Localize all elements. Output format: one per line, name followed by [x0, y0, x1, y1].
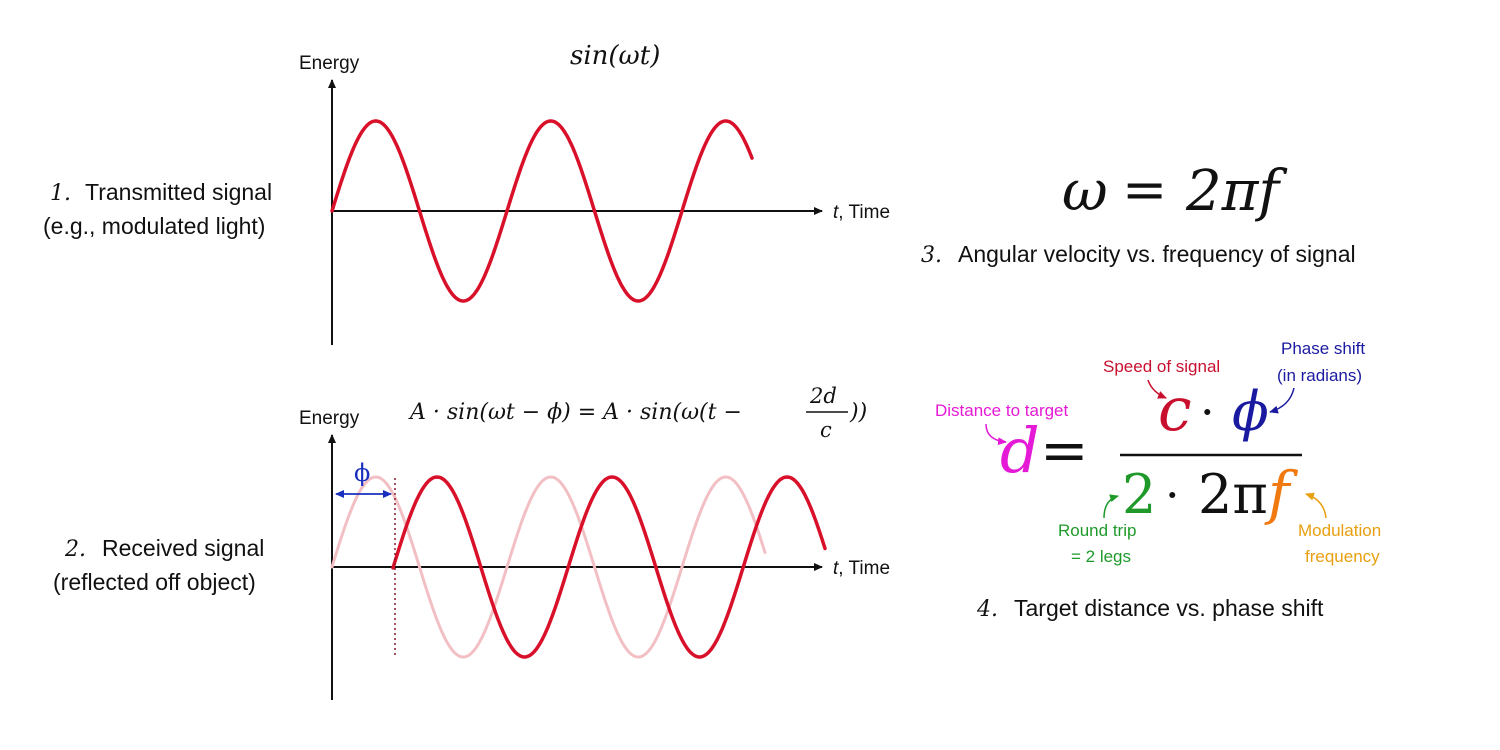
eq4-dot1: ·: [1200, 385, 1215, 439]
equation-target-distance: d = c · ϕ 2 · 2π f Distance to target Sp…: [935, 339, 1381, 622]
eq4-two: 2: [1122, 463, 1156, 526]
annotation-distance-arrow: [985, 423, 1007, 446]
eq4-phi: ϕ: [1232, 380, 1269, 443]
eq3-equals: =: [1122, 158, 1167, 221]
annotation-phase-arrow: [1269, 387, 1295, 414]
panel2-x-axis-label: t, Time: [833, 558, 890, 579]
annotation-speed-arrow: [1147, 379, 1167, 399]
panel2-x-axis-text: , Time: [838, 558, 890, 579]
annotation-mod-line2: frequency: [1305, 547, 1380, 566]
annotation-phase-line1: Phase shift: [1281, 339, 1365, 358]
eq4-d: d: [1000, 414, 1040, 487]
panel1-y-axis-label: Energy: [299, 53, 360, 74]
panel2-equation-frac-num: 2d: [809, 384, 837, 408]
transmitted-wave: [330, 119, 754, 303]
panel2-label-line1: Received signal: [102, 535, 264, 561]
eq3-rhs: 2πf: [1185, 159, 1288, 224]
panel1-label-line2: (e.g., modulated light): [43, 213, 265, 239]
eq3-omega: ω: [1062, 159, 1108, 224]
panel1-number: 1.: [50, 181, 71, 206]
panel2-number: 2.: [64, 537, 86, 562]
panel2-y-axis-label: Energy: [299, 408, 360, 429]
eq4-equals: =: [1040, 416, 1089, 484]
reference-wave-ghost: [330, 475, 767, 659]
annotation-distance: Distance to target: [935, 401, 1069, 420]
received-wave: [391, 475, 827, 659]
panel1-equation: sin(ωt): [570, 41, 660, 71]
annotation-round-arrow: [1103, 494, 1119, 519]
annotation-mod-line1: Modulation: [1298, 521, 1381, 540]
eq4-number: 4.: [976, 597, 998, 622]
annotation-round-line1: Round trip: [1058, 521, 1136, 540]
panel2-equation-right: )): [849, 400, 867, 425]
annotation-phase-line2: (in radians): [1277, 366, 1362, 385]
panel2-label-line2: (reflected off object): [53, 569, 256, 595]
eq3-caption: Angular velocity vs. frequency of signal: [958, 241, 1356, 267]
panel1-label-line1: Transmitted signal: [85, 179, 272, 205]
annotation-round-line2: = 2 legs: [1071, 547, 1131, 566]
panel2-equation-left: A · sin(ωt − ϕ) = A · sin(ω(t −: [408, 400, 742, 425]
panel1-x-axis-text: , Time: [838, 202, 890, 223]
panel2-x-axis-var: t: [833, 558, 839, 579]
annotation-mod-arrow: [1305, 492, 1327, 519]
equation-angular-velocity: ω = 2πf 3. Angular velocity vs. frequenc…: [921, 158, 1356, 268]
panel2-equation-frac-den: c: [820, 418, 832, 442]
eq4-c: c: [1158, 375, 1192, 445]
eq4-caption: Target distance vs. phase shift: [1014, 595, 1324, 621]
eq4-two-pi: 2π: [1198, 463, 1268, 526]
annotation-speed: Speed of signal: [1103, 357, 1220, 376]
panel1-x-axis-label: t, Time: [833, 202, 890, 223]
panel1-x-axis-var: t: [833, 202, 839, 223]
eq4-f: f: [1264, 459, 1299, 527]
panel-transmitted: 1. Transmitted signal (e.g., modulated l…: [43, 41, 890, 345]
eq4-dot2: ·: [1165, 468, 1180, 522]
eq3-number: 3.: [921, 243, 942, 268]
phase-shift-symbol: ϕ: [354, 459, 370, 487]
panel-received: 2. Received signal (reflected off object…: [53, 384, 890, 700]
